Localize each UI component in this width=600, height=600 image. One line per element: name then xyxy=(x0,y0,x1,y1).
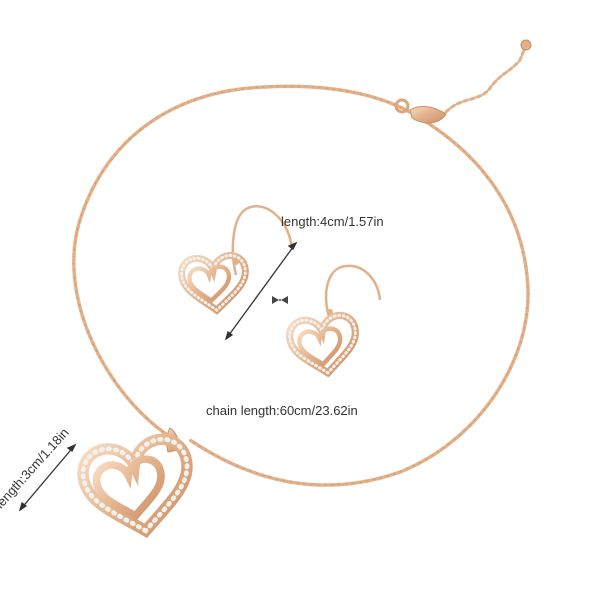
earring-right xyxy=(288,264,382,378)
earring-dimension-arrow xyxy=(224,241,298,341)
pendant-dimension-arrow xyxy=(18,443,77,512)
necklace-chain xyxy=(72,84,530,487)
earring-length-label: length:4cm/1.57in xyxy=(281,214,384,229)
heart-pendant xyxy=(79,427,197,540)
chain-length-label: chain length:60cm/23.62in xyxy=(206,403,358,418)
bowtie-icon xyxy=(272,296,288,304)
clasp-extender xyxy=(394,39,532,124)
earring-left xyxy=(180,205,294,313)
